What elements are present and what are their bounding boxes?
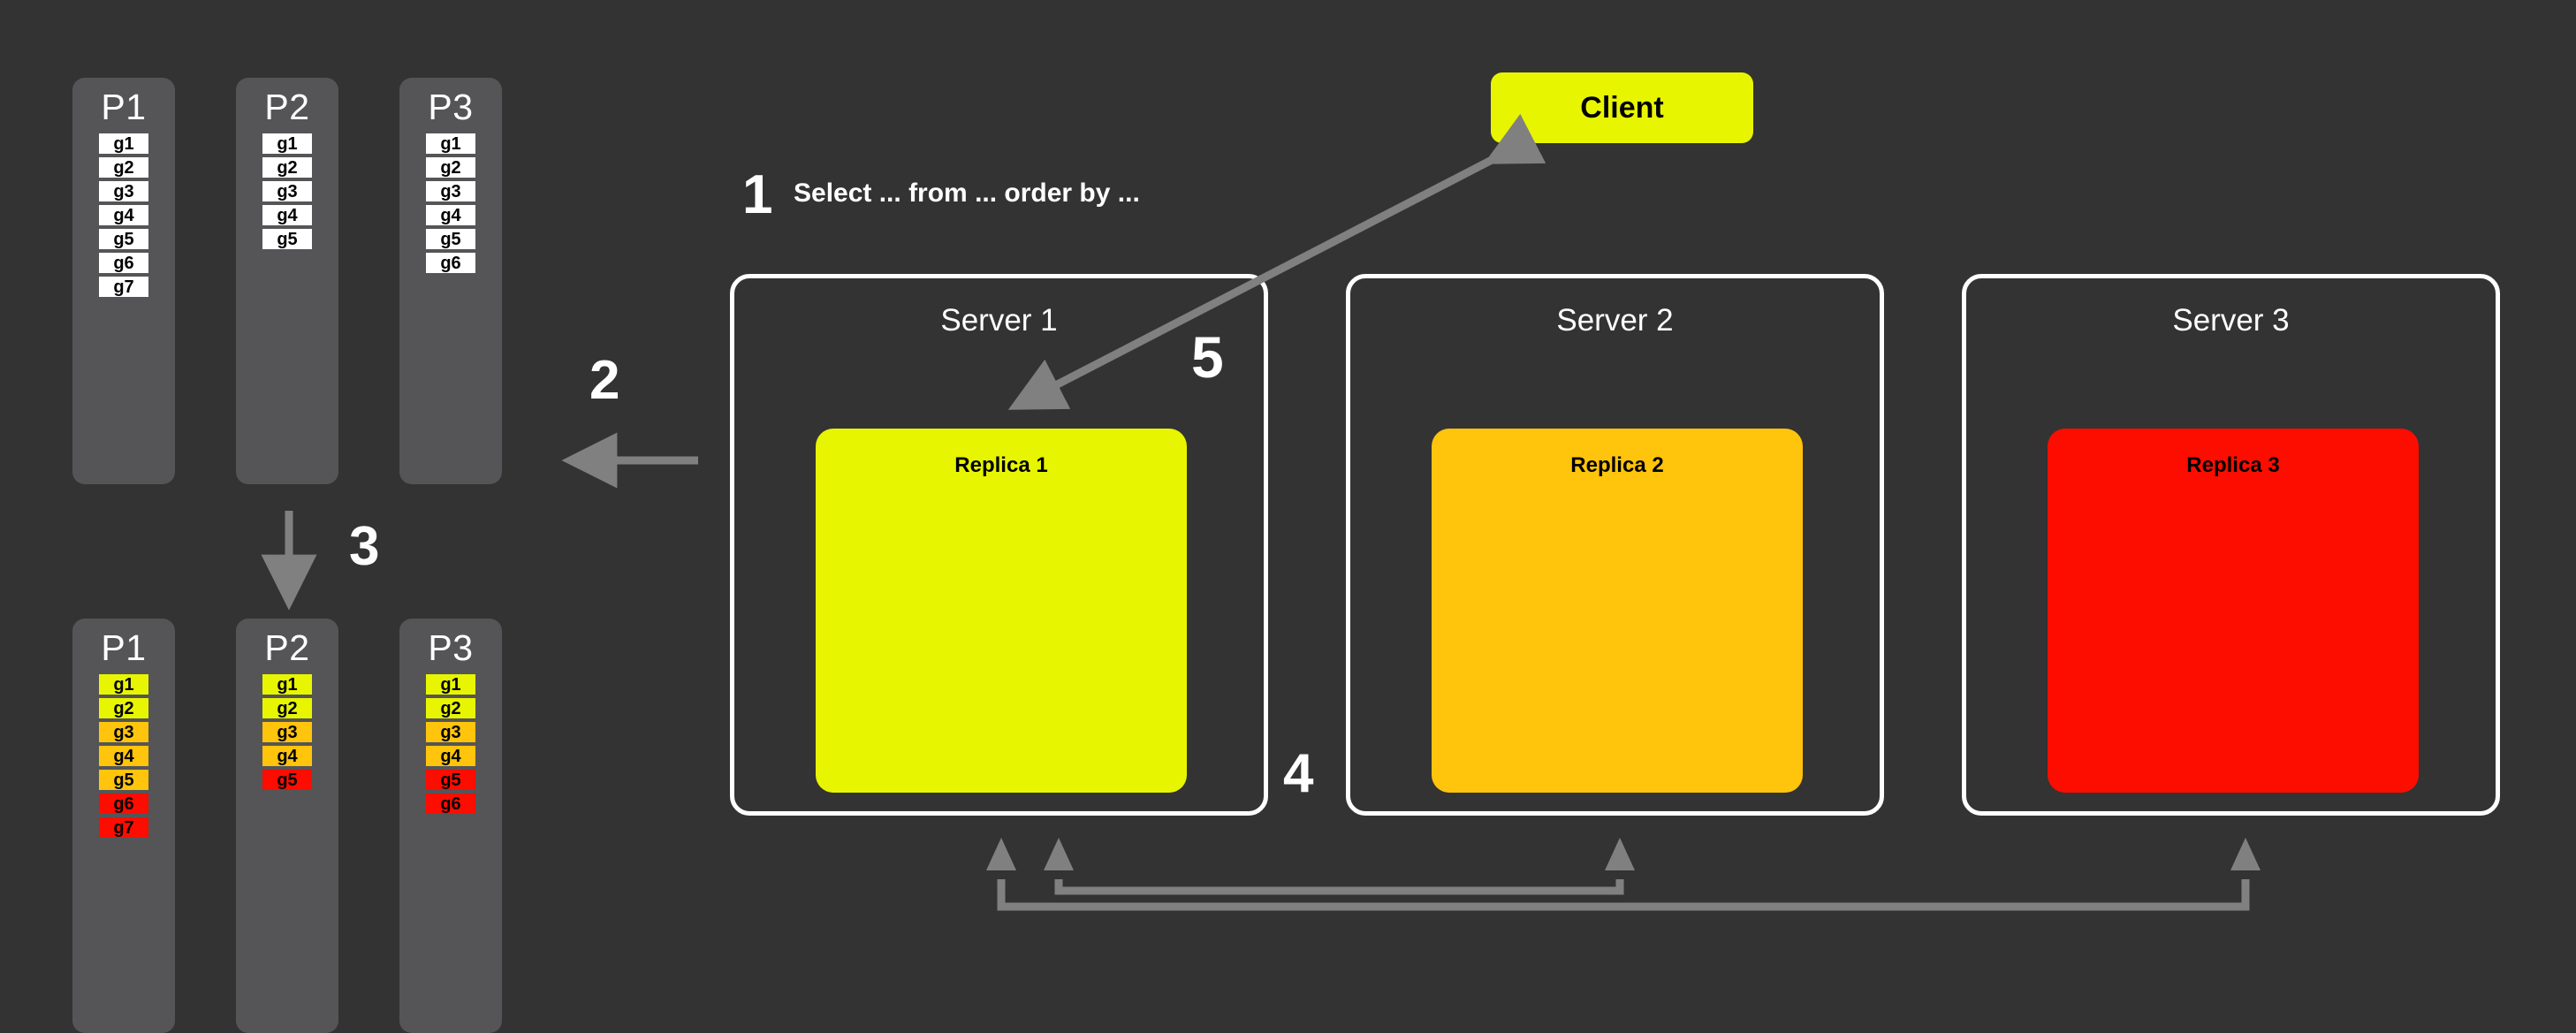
step-number-4: 4 [1283,743,1314,804]
partition-cell: g2 [99,698,148,718]
server-2-box[interactable]: Server 2 Replica 2 [1346,274,1884,816]
partition-cell: g1 [426,674,475,695]
partition-cells: g1 g2 g3 g4 g5 [236,674,338,790]
partition-cell: g4 [426,205,475,225]
partition-bottom-p2: P2 g1 g2 g3 g4 g5 [236,619,338,1033]
partition-cell: g2 [426,698,475,718]
partition-cell: g3 [99,722,148,742]
step-number-1: 1 [742,164,773,225]
partition-cells: g1 g2 g3 g4 g5 [236,133,338,249]
partition-top-p3: P3 g1 g2 g3 g4 g5 g6 [399,78,502,484]
replica-2-label: Replica 2 [1570,453,1664,477]
partition-title: P2 [264,87,310,127]
step-1-caption: Select ... from ... order by ... [794,178,1140,208]
partition-title: P1 [101,87,147,127]
partition-cell: g1 [99,674,148,695]
partition-cell: g5 [99,229,148,249]
partition-cells: g1 g2 g3 g4 g5 g6 [399,674,502,814]
server-1-title: Server 1 [940,303,1058,338]
partition-top-p2: P2 g1 g2 g3 g4 g5 [236,78,338,484]
partition-cell: g4 [426,746,475,766]
partition-title: P3 [428,87,474,127]
partition-cell: g5 [262,229,312,249]
client-box[interactable]: Client [1491,72,1753,143]
partition-cell: g1 [426,133,475,154]
partition-cell: g2 [426,157,475,178]
partition-cell: g3 [262,181,312,201]
partition-cell: g5 [99,770,148,790]
server-2-title: Server 2 [1556,303,1674,338]
server-1-box[interactable]: Server 1 Replica 1 [730,274,1268,816]
partition-cells: g1 g2 g3 g4 g5 g6 [399,133,502,273]
partition-bottom-p3: P3 g1 g2 g3 g4 g5 g6 [399,619,502,1033]
partition-cell: g2 [262,157,312,178]
partition-cell: g4 [99,746,148,766]
partition-cell: g5 [426,770,475,790]
partition-cell: g6 [99,253,148,273]
partition-cell: g2 [99,157,148,178]
server-3-box[interactable]: Server 3 Replica 3 [1962,274,2500,816]
partition-title: P2 [264,627,310,668]
partition-title: P1 [101,627,147,668]
partition-top-p1: P1 g1 g2 g3 g4 g5 g6 g7 [72,78,175,484]
partition-cell: g2 [262,698,312,718]
partition-cells: g1 g2 g3 g4 g5 g6 g7 [72,674,175,838]
replica-2-box[interactable]: Replica 2 [1432,429,1803,793]
step-number-5: 5 [1191,324,1224,390]
replica-3-label: Replica 3 [2186,453,2280,477]
partition-cell: g4 [262,205,312,225]
replica-1-label: Replica 1 [954,453,1048,477]
partition-cell: g5 [262,770,312,790]
partition-cell: g6 [99,794,148,814]
partition-cell: g4 [99,205,148,225]
replica-1-box[interactable]: Replica 1 [816,429,1187,793]
partition-cell: g6 [426,794,475,814]
partition-bottom-p1: P1 g1 g2 g3 g4 g5 g6 g7 [72,619,175,1033]
partition-cells: g1 g2 g3 g4 g5 g6 g7 [72,133,175,297]
arrow-step-4-outer [986,838,2261,911]
arrow-step-4-inner [1044,838,1635,895]
partition-cell: g1 [262,674,312,695]
partition-cell: g5 [426,229,475,249]
partition-cell: g6 [426,253,475,273]
replica-3-box[interactable]: Replica 3 [2048,429,2419,793]
partition-cell: g1 [99,133,148,154]
client-label: Client [1580,90,1664,125]
partition-cell: g4 [262,746,312,766]
partition-cell: g1 [262,133,312,154]
partition-cell: g3 [262,722,312,742]
partition-title: P3 [428,627,474,668]
partition-cell: g3 [426,181,475,201]
step-number-3: 3 [349,516,380,577]
partition-cell: g7 [99,277,148,297]
partition-cell: g3 [426,722,475,742]
step-number-2: 2 [589,350,620,411]
partition-cell: g3 [99,181,148,201]
server-3-title: Server 3 [2172,303,2290,338]
partition-cell: g7 [99,817,148,838]
